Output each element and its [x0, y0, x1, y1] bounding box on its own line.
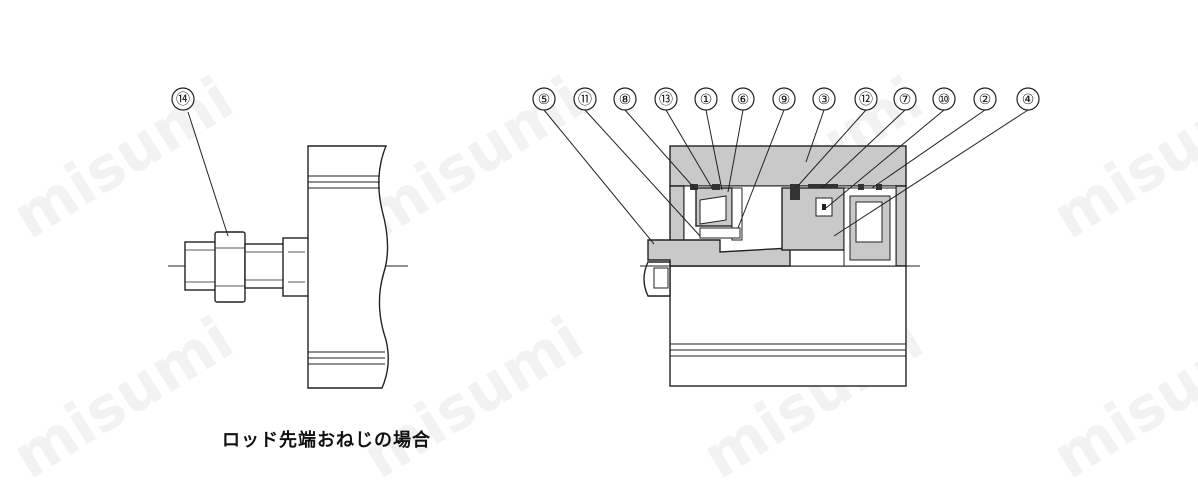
- rod-end-thread-view: [168, 111, 408, 389]
- callout-7: ⑦: [893, 87, 917, 111]
- callout-label: ⑧: [619, 92, 632, 108]
- cylinder-tube: [669, 265, 907, 387]
- callout-label: ①: [700, 92, 713, 108]
- callout-label: ⑨: [778, 92, 791, 108]
- callout-11: ⑪: [573, 87, 597, 111]
- callout-4: ④: [1016, 87, 1040, 111]
- callout-5: ⑤: [532, 87, 556, 111]
- callout-label: ⑫: [859, 92, 873, 108]
- callout-14: ⑭: [171, 87, 195, 111]
- watermark: misumi: [1, 64, 246, 253]
- thread-section: [244, 243, 286, 289]
- callout-label: ④: [1022, 92, 1035, 108]
- watermark: misumi: [351, 64, 596, 253]
- callout-label: ⑤: [538, 92, 551, 108]
- callout-2: ②: [973, 87, 997, 111]
- cylinder-body: [307, 145, 389, 389]
- callout-6: ⑥: [731, 87, 755, 111]
- caption-rod-end-male-thread: ロッド先端おねじの場合: [222, 430, 431, 451]
- thread-stud: [184, 241, 218, 291]
- rod-seal: [731, 187, 743, 241]
- watermark: misumi: [351, 304, 596, 493]
- callout-label: ⑩: [938, 92, 951, 108]
- callout-label: ⑭: [176, 92, 190, 108]
- leader-lines: [543, 109, 1029, 245]
- callout-10: ⑩: [932, 87, 956, 111]
- rod-end-nut: [214, 231, 246, 303]
- callout-3: ③: [812, 87, 836, 111]
- callout-1: ①: [694, 87, 718, 111]
- callout-label: ⑬: [659, 92, 673, 108]
- rod-cover: [669, 145, 907, 187]
- watermark: misumi: [1041, 304, 1198, 493]
- callout-13: ⑬: [654, 87, 678, 111]
- callout-9: ⑨: [772, 87, 796, 111]
- callout-label: ②: [979, 92, 992, 108]
- leader-line: [187, 111, 229, 237]
- callout-8: ⑧: [613, 87, 637, 111]
- callout-label: ③: [818, 92, 831, 108]
- rod-flats: [282, 237, 310, 297]
- callout-label: ⑪: [578, 92, 592, 108]
- watermark: misumi: [1, 304, 246, 493]
- magnet: [790, 184, 800, 200]
- watermark-layer: misumi misumi misumi misumi misumi misum…: [1, 64, 1198, 493]
- callout-12: ⑫: [854, 87, 878, 111]
- watermark: misumi: [1041, 64, 1198, 253]
- cross-section-view: [543, 109, 1029, 387]
- callout-label: ⑦: [899, 92, 912, 108]
- callout-label: ⑥: [737, 92, 750, 108]
